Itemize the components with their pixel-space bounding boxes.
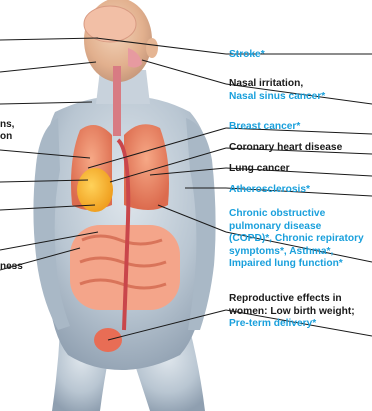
label-line: Lung cancer xyxy=(229,163,372,176)
label-line: Atherosclerosis* xyxy=(229,184,372,197)
left-label-fragment: on xyxy=(0,131,12,143)
label-breast-cancer: Breast cancer* xyxy=(229,121,372,134)
label-stroke: Stroke* xyxy=(229,49,372,62)
label-line: Nasal sinus cancer* xyxy=(229,91,372,104)
label-lung-cancer: Lung cancer xyxy=(229,163,372,176)
label-copd: Chronic obstructive pulmonary disease (C… xyxy=(229,208,372,271)
label-line: Impaired lung function* xyxy=(229,258,372,271)
left-label-fragment: ns, xyxy=(0,119,14,131)
label-line: Stroke* xyxy=(229,49,372,62)
label-coronary-heart-disease: Coronary heart disease xyxy=(229,142,372,155)
label-nasal: Nasal irritation, Nasal sinus cancer* xyxy=(229,78,372,103)
label-line: Coronary heart disease xyxy=(229,142,372,155)
brain xyxy=(84,6,136,42)
label-line: Chronic obstructive xyxy=(229,208,372,221)
label-line: pulmonary disease xyxy=(229,221,372,234)
label-atherosclerosis: Atherosclerosis* xyxy=(229,184,372,197)
label-line: (COPD)*, Chronic repiratory xyxy=(229,233,372,246)
left-label-fragment: ness xyxy=(0,261,23,273)
label-line: Reproductive effects in xyxy=(229,293,372,306)
label-reproductive-effects: Reproductive effects in women: Low birth… xyxy=(229,293,372,331)
label-line: symptoms*, Asthma*, xyxy=(229,246,372,259)
label-line: Breast cancer* xyxy=(229,121,372,134)
label-line: women: Low birth weight; xyxy=(229,306,372,319)
trachea xyxy=(113,66,121,136)
body-silhouette xyxy=(33,0,215,411)
label-line: Nasal irritation, xyxy=(229,78,372,91)
label-line: Pre-term delivery* xyxy=(229,318,372,331)
